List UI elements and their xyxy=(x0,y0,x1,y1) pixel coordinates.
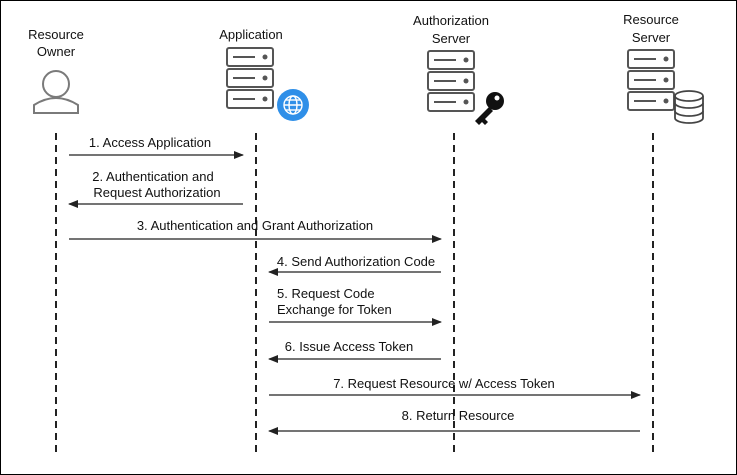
participant-label-auth-1: Authorization xyxy=(413,13,489,28)
message-label-5a: 5. Request Code xyxy=(277,286,375,301)
message-label-5b: Exchange for Token xyxy=(277,302,392,317)
server-database-icon xyxy=(627,49,704,124)
message-label-2b: Request Authorization xyxy=(93,185,220,200)
server-globe-icon xyxy=(226,47,309,121)
globe-icon xyxy=(277,89,309,121)
participant-label-auth-2: Server xyxy=(432,31,471,46)
message-label-6: 6. Issue Access Token xyxy=(285,339,413,354)
participant-label-app: Application xyxy=(219,27,283,42)
participant-label-owner-2: Owner xyxy=(37,44,76,59)
participant-label-resource-2: Server xyxy=(632,30,671,45)
message-label-3: 3. Authentication and Grant Authorizatio… xyxy=(137,218,373,233)
participant-label-resource-1: Resource xyxy=(623,12,679,27)
message-label-8: 8. Return Resource xyxy=(402,408,515,423)
message-label-4: 4. Send Authorization Code xyxy=(277,254,435,269)
participant-label-owner-1: Resource xyxy=(28,27,84,42)
message-arrows xyxy=(68,151,641,435)
server-key-icon xyxy=(427,50,504,125)
message-label-7: 7. Request Resource w/ Access Token xyxy=(333,376,555,391)
message-label-1: 1. Access Application xyxy=(89,135,211,150)
database-icon xyxy=(674,90,704,124)
user-icon xyxy=(33,70,79,114)
message-label-2a: 2. Authentication and xyxy=(92,169,213,184)
key-icon xyxy=(475,92,504,125)
